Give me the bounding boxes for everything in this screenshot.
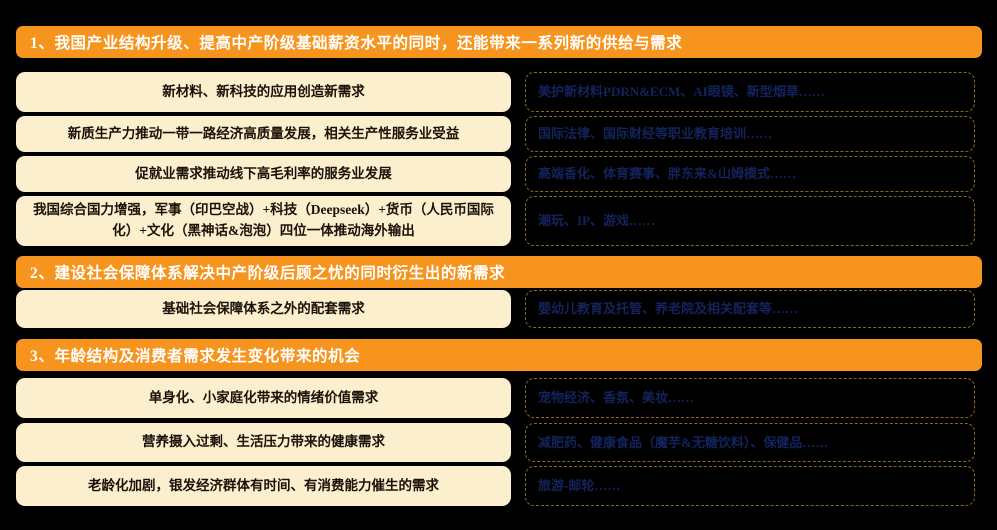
detail-box-1-2: 国际法律、国际财经等职业教育培训……: [525, 116, 975, 152]
topic-box-1-1: 新材料、新科技的应用创造新需求: [16, 72, 511, 112]
topic-box-1-4: 我国综合国力增强，军事（印巴空战）+科技（Deepseek）+货币（人民币国际化…: [16, 196, 511, 246]
detail-box-3-2: 减肥药、健康食品（魔芋&无糖饮料）、保健品……: [525, 423, 975, 462]
detail-box-1-4-label: 潮玩、IP、游戏……: [538, 213, 656, 229]
topic-box-3-2: 营养摄入过剩、生活压力带来的健康需求: [16, 423, 511, 462]
section-header-2-label: 2、建设社会保障体系解决中产阶级后顾之忧的同时衍生出的新需求: [30, 265, 506, 282]
topic-box-3-1-label: 单身化、小家庭化带来的情绪价值需求: [148, 389, 379, 405]
topic-box-3-3-label: 老龄化加剧，银发经济群体有时间、有消费能力催生的需求: [88, 477, 439, 493]
section-header-2: 2、建设社会保障体系解决中产阶级后顾之忧的同时衍生出的新需求: [16, 256, 982, 288]
topic-box-3-1: 单身化、小家庭化带来的情绪价值需求: [16, 378, 511, 418]
detail-box-1-2-label: 国际法律、国际财经等职业教育培训……: [538, 126, 773, 142]
detail-box-1-3-label: 高端香化、体育赛事、胖东来&山姆模式……: [538, 166, 796, 182]
detail-box-1-4: 潮玩、IP、游戏……: [525, 196, 975, 246]
topic-box-3-2-label: 营养摄入过剩、生活压力带来的健康需求: [142, 434, 385, 450]
detail-box-1-3: 高端香化、体育赛事、胖东来&山姆模式……: [525, 156, 975, 192]
section-header-1: 1、我国产业结构升级、提高中产阶级基础薪资水平的同时，还能带来一系列新的供给与需…: [16, 26, 982, 58]
section-header-1-label: 1、我国产业结构升级、提高中产阶级基础薪资水平的同时，还能带来一系列新的供给与需…: [30, 35, 683, 52]
topic-box-1-2-label: 新质生产力推动一带一路经济高质量发展，相关生产性服务业受益: [67, 125, 460, 141]
detail-box-2-1: 婴幼儿教育及托管、养老院及相关配套等……: [525, 290, 975, 328]
detail-box-3-2-label: 减肥药、健康食品（魔芋&无糖饮料）、保健品……: [538, 434, 829, 450]
topic-box-1-2: 新质生产力推动一带一路经济高质量发展，相关生产性服务业受益: [16, 116, 511, 152]
topic-box-1-4-label: 我国综合国力增强，军事（印巴空战）+科技（Deepseek）+货币（人民币国际化…: [33, 202, 494, 238]
detail-box-3-3: 旅游-邮轮……: [525, 466, 975, 506]
detail-box-1-1-label: 美护新材料PDRN&ECM、AI眼镜、新型烟草……: [538, 84, 825, 100]
detail-box-3-1: 宠物经济、香氛、美妆……: [525, 378, 975, 418]
section-header-3: 3、年龄结构及消费者需求发生变化带来的机会: [16, 339, 982, 371]
topic-box-1-3-label: 促就业需求推动线下高毛利率的服务业发展: [135, 165, 392, 181]
detail-box-1-1: 美护新材料PDRN&ECM、AI眼镜、新型烟草……: [525, 72, 975, 112]
topic-box-2-1-label: 基础社会保障体系之外的配套需求: [162, 300, 365, 316]
topic-box-1-3: 促就业需求推动线下高毛利率的服务业发展: [16, 156, 511, 192]
section-header-3-label: 3、年龄结构及消费者需求发生变化带来的机会: [30, 348, 361, 365]
topic-box-2-1: 基础社会保障体系之外的配套需求: [16, 290, 511, 328]
topic-box-3-3: 老龄化加剧，银发经济群体有时间、有消费能力催生的需求: [16, 466, 511, 506]
detail-box-3-1-label: 宠物经济、香氛、美妆……: [538, 390, 695, 406]
detail-box-2-1-label: 婴幼儿教育及托管、养老院及相关配套等……: [538, 301, 799, 317]
detail-box-3-3-label: 旅游-邮轮……: [538, 478, 621, 494]
topic-box-1-1-label: 新材料、新科技的应用创造新需求: [162, 83, 365, 99]
